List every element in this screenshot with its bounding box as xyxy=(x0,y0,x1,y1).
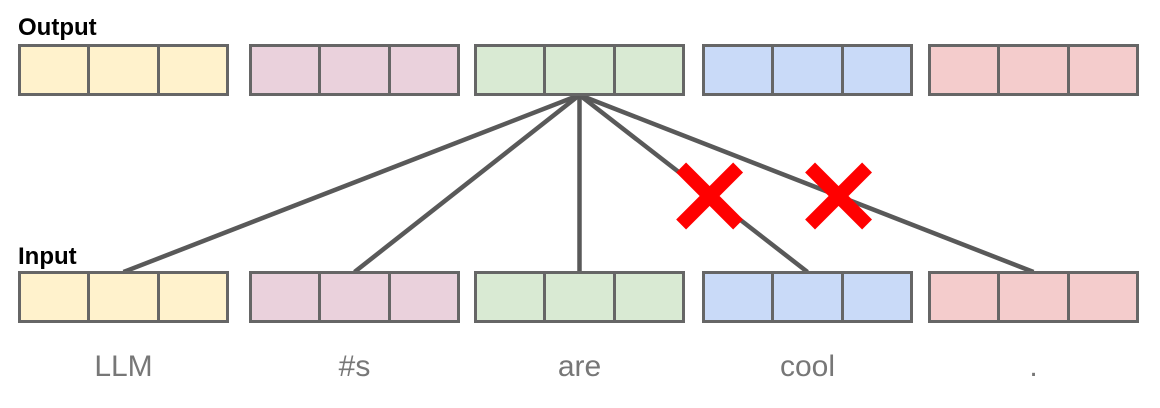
token-word-label-2: are xyxy=(557,350,602,383)
output-token-block-1 xyxy=(249,44,460,96)
attention-line-to-token-3 xyxy=(578,93,809,274)
token-word-label-1: #s xyxy=(338,350,371,383)
embedding-cell xyxy=(840,274,910,320)
output-token-block-0 xyxy=(18,44,229,96)
embedding-cell xyxy=(87,274,157,320)
embedding-cell xyxy=(997,47,1067,93)
embedding-cell xyxy=(612,274,682,320)
attention-line-to-token-1 xyxy=(353,93,581,274)
embedding-cell xyxy=(840,47,910,93)
embedding-cell xyxy=(477,47,544,93)
embedding-cell xyxy=(21,274,88,320)
attention-line-to-token-0 xyxy=(122,92,581,275)
embedding-cell xyxy=(612,47,682,93)
input-token-block-1 xyxy=(249,271,460,323)
input-row-label: Input xyxy=(18,243,77,270)
embedding-cell xyxy=(252,47,319,93)
embedding-cell xyxy=(156,274,226,320)
input-token-block-2 xyxy=(474,271,685,323)
embedding-cell xyxy=(477,274,544,320)
embedding-cell xyxy=(543,47,613,93)
embedding-cell xyxy=(771,47,841,93)
output-row-label: Output xyxy=(18,14,97,41)
mask-x-icon xyxy=(676,162,744,230)
embedding-cell xyxy=(931,47,998,93)
embedding-cell xyxy=(387,274,457,320)
embedding-cell xyxy=(387,47,457,93)
token-word-label-4: . xyxy=(1029,350,1038,383)
embedding-cell xyxy=(87,47,157,93)
mask-x-icon xyxy=(805,162,873,230)
embedding-cell xyxy=(705,274,772,320)
embedding-cell xyxy=(1066,47,1136,93)
output-token-block-4 xyxy=(928,44,1139,96)
embedding-cell xyxy=(21,47,88,93)
token-word-label-3: cool xyxy=(779,350,836,383)
output-token-block-3 xyxy=(702,44,913,96)
embedding-cell xyxy=(931,274,998,320)
input-token-block-3 xyxy=(702,271,913,323)
embedding-cell xyxy=(997,274,1067,320)
embedding-cell xyxy=(771,274,841,320)
token-word-label-0: LLM xyxy=(94,350,153,383)
embedding-cell xyxy=(1066,274,1136,320)
output-token-block-2 xyxy=(474,44,685,96)
input-token-block-0 xyxy=(18,271,229,323)
embedding-cell xyxy=(318,47,388,93)
embedding-cell xyxy=(705,47,772,93)
input-token-block-4 xyxy=(928,271,1139,323)
embedding-cell xyxy=(252,274,319,320)
embedding-cell xyxy=(318,274,388,320)
embedding-cell xyxy=(156,47,226,93)
attention-line-to-token-4 xyxy=(578,92,1035,275)
embedding-cell xyxy=(543,274,613,320)
